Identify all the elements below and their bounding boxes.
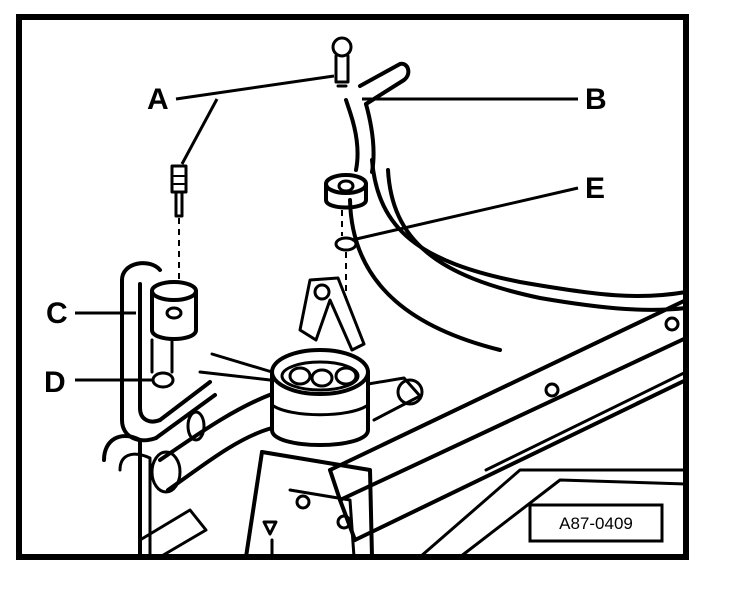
figure-id-box: A87-0409 bbox=[528, 503, 664, 543]
drawing-artwork bbox=[102, 36, 688, 559]
figure-id-label: A87-0409 bbox=[559, 514, 633, 533]
callout-c-label: C bbox=[46, 297, 68, 330]
callout-e-label: E bbox=[585, 172, 605, 205]
callout-d-label: D bbox=[44, 366, 66, 399]
callout-b-label: B bbox=[585, 83, 607, 116]
callout-a-label: A bbox=[147, 83, 169, 116]
leader-lines bbox=[75, 74, 579, 382]
assembly-guide-lines bbox=[178, 210, 347, 300]
